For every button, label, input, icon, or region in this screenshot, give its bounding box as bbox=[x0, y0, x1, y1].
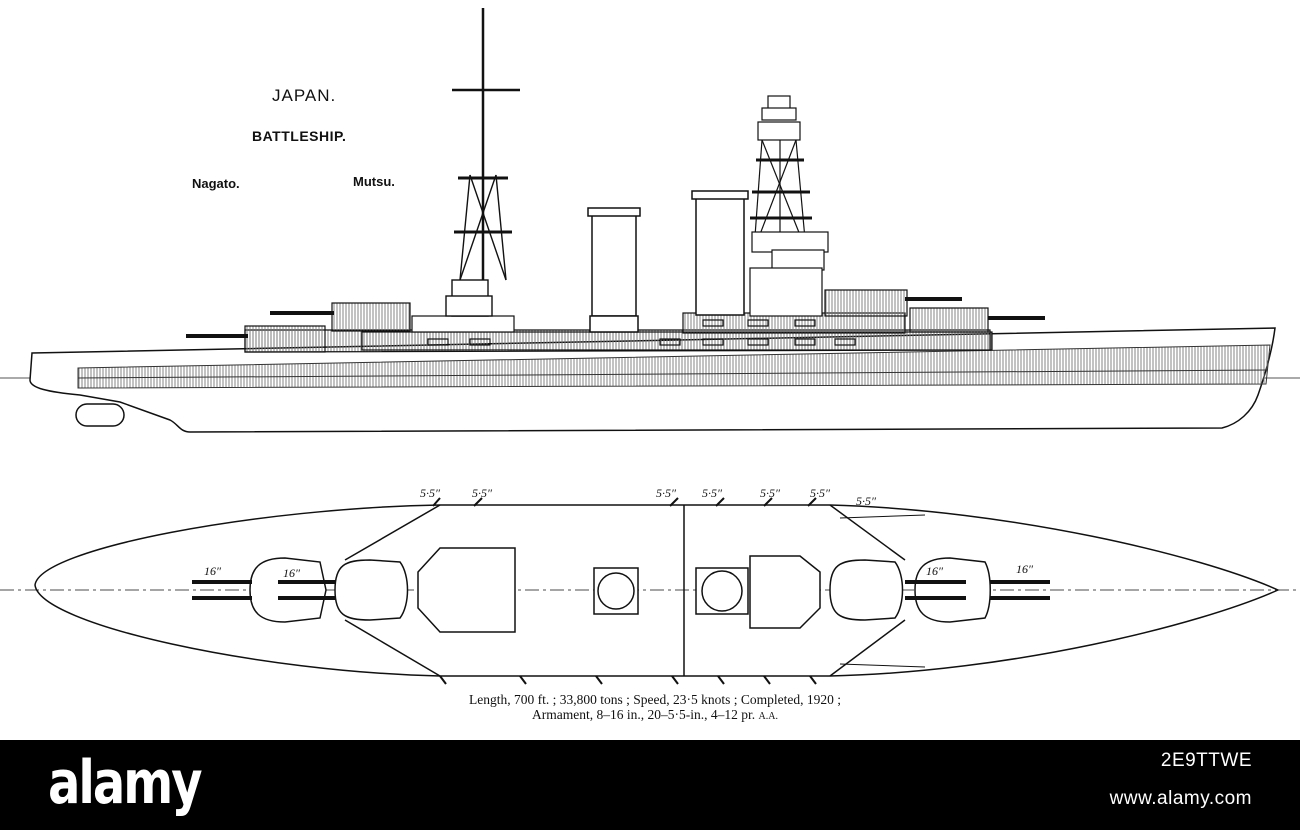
tripod-mainmast bbox=[445, 8, 520, 317]
secondary-caliber-label: 5·5″ bbox=[810, 486, 830, 500]
turret-d-plan bbox=[914, 557, 991, 623]
turret-a-side bbox=[244, 325, 326, 353]
main-caliber-label: 16″ bbox=[926, 564, 943, 578]
casemate-gun-ticks bbox=[432, 497, 817, 685]
forward-superstructure-plan bbox=[417, 547, 516, 633]
site-url[interactable]: www.alamy.com bbox=[1109, 788, 1252, 809]
caption-line-2: Armament, 8–16 in., 20–5·5-in., 4–12 pr.… bbox=[0, 707, 1300, 724]
side-elevation bbox=[0, 8, 1300, 433]
deck-plan-outline bbox=[34, 504, 1280, 677]
main-caliber-label: 16″ bbox=[204, 564, 221, 578]
ship-name-2: Mutsu. bbox=[353, 174, 395, 189]
main-gun-barrels bbox=[192, 580, 1050, 600]
caption-line-1: Length, 700 ft. ; 33,800 tons ; Speed, 2… bbox=[469, 692, 841, 707]
main-caliber-label: 16″ bbox=[1016, 562, 1033, 576]
deck-plan bbox=[0, 497, 1300, 685]
stock-image-id: 2E9TTWE bbox=[1160, 750, 1252, 771]
turret-b-side bbox=[331, 302, 411, 332]
ship-type-label: BATTLESHIP. bbox=[252, 128, 347, 144]
aft-superstructure-plan bbox=[749, 555, 821, 629]
caption-armament: Armament, 8–16 in., 20–5·5-in., 4–12 pr. bbox=[532, 707, 756, 722]
secondary-caliber-label: 5·5″ bbox=[472, 486, 492, 500]
deckhouse-mid bbox=[361, 331, 993, 351]
secondary-caliber-label: 5·5″ bbox=[856, 494, 876, 508]
casemate-guns bbox=[427, 319, 856, 346]
deckhouse-fwd bbox=[411, 315, 515, 333]
funnel-fore bbox=[591, 211, 637, 317]
turret-c-plan bbox=[829, 559, 904, 621]
armour-belt bbox=[77, 344, 1271, 389]
turret-a-plan bbox=[249, 557, 327, 623]
alamy-logo: alamy bbox=[48, 748, 203, 818]
turret-b-plan bbox=[334, 559, 409, 621]
turret-c-side bbox=[824, 289, 908, 317]
pagoda-foremast bbox=[749, 95, 829, 317]
funnel-aft bbox=[695, 194, 745, 316]
secondary-caliber-label: 5·5″ bbox=[760, 486, 780, 500]
bow-sponson bbox=[75, 403, 125, 427]
country-label: JAPAN. bbox=[272, 86, 337, 105]
ship-drawing: JAPAN. BATTLESHIP. Nagato. Mutsu. 5·5″ 5… bbox=[0, 8, 1300, 724]
watermark-footer: alamy 2E9TTWE www.alamy.com bbox=[0, 740, 1300, 830]
specification-caption: Length, 700 ft. ; 33,800 tons ; Speed, 2… bbox=[0, 692, 1300, 724]
secondary-caliber-label: 5·5″ bbox=[656, 486, 676, 500]
ship-diagram-svg bbox=[0, 8, 1300, 685]
main-caliber-label: 16″ bbox=[283, 566, 300, 580]
secondary-caliber-label: 5·5″ bbox=[420, 486, 440, 500]
secondary-caliber-label: 5·5″ bbox=[702, 486, 722, 500]
ship-name-1: Nagato. bbox=[192, 176, 240, 191]
turret-d-side bbox=[909, 307, 989, 333]
caption-aa: A.A. bbox=[758, 711, 778, 722]
